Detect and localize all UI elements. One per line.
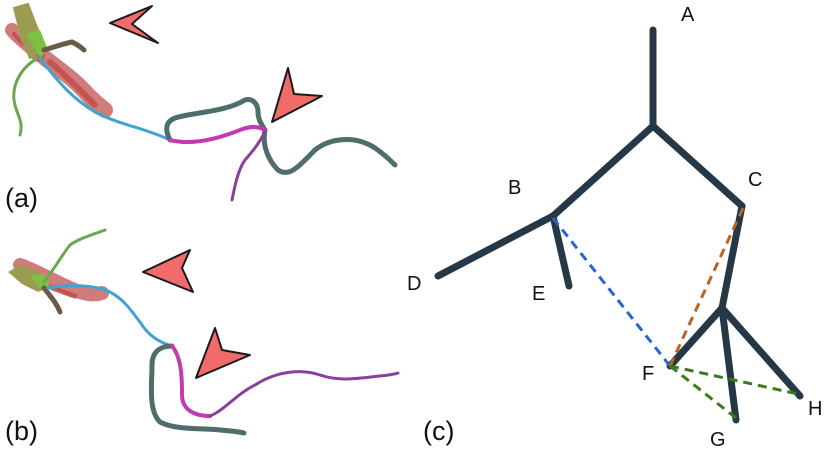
- slate-branch-b: [148, 343, 247, 436]
- arrowhead-b1: [142, 249, 194, 293]
- green-block-b: [30, 274, 50, 288]
- edge-b-d: [434, 212, 557, 280]
- panel-a: (a): [5, 2, 398, 213]
- dashed-links: [551, 205, 799, 420]
- panel-label-c: (c): [423, 416, 454, 446]
- brown-branch-a: [41, 39, 87, 53]
- edge-root-b: [549, 122, 657, 220]
- green-branch-b: [42, 228, 107, 284]
- edge-j-g: [718, 304, 740, 424]
- edge-c-j: [718, 202, 746, 312]
- panel-label-b: (b): [5, 416, 38, 446]
- magenta-branch-a: [168, 125, 267, 144]
- node-label-d: D: [407, 273, 421, 295]
- node-labels: A B C D E F G H: [407, 4, 822, 449]
- edge-b-e: [549, 212, 573, 290]
- edge-root-c: [649, 122, 746, 210]
- node-label-a: A: [681, 4, 695, 26]
- blue-branch-a: [38, 56, 172, 142]
- panel-c: A B C D E F G H (c): [407, 4, 822, 449]
- green-branch-a: [12, 56, 40, 137]
- magenta-branch-b: [170, 344, 212, 418]
- arrowhead-a1: [109, 5, 159, 44]
- dashed-link-f-h: [669, 364, 799, 396]
- node-label-h: H: [808, 398, 822, 420]
- node-label-c: C: [748, 169, 762, 191]
- panel-label-a: (a): [5, 183, 38, 213]
- purple-branch-b: [208, 370, 400, 418]
- arrowhead-a2: [271, 67, 323, 123]
- blue-branch-b: [46, 284, 174, 348]
- node-label-b: B: [508, 177, 521, 199]
- arrowhead-b2: [195, 327, 251, 379]
- purple-branch-a: [230, 130, 267, 202]
- brown-branch-b: [41, 285, 63, 315]
- panel-b: (b): [5, 228, 400, 446]
- node-label-f: F: [642, 363, 654, 385]
- node-label-e: E: [532, 283, 545, 305]
- dashed-link-f-b: [551, 217, 672, 367]
- edge-j-h: [718, 304, 804, 400]
- tree-edges: [434, 26, 804, 424]
- dashed-link-f-c: [668, 205, 746, 367]
- edge-j-f: [666, 304, 726, 370]
- node-label-g: G: [710, 429, 726, 449]
